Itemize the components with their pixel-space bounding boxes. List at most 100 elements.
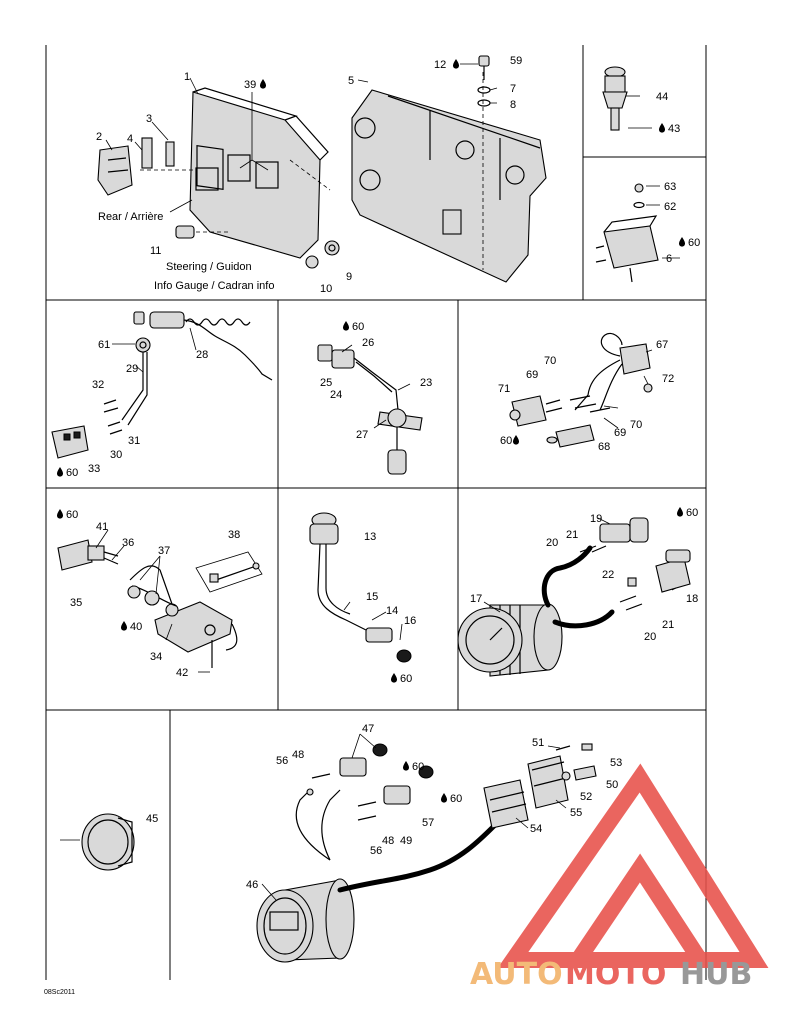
callout-57: 57 [422, 817, 434, 829]
terminals-20-21-22 [579, 545, 643, 611]
callout-68: 68 [598, 441, 610, 453]
callout-60g: 60 [686, 507, 698, 519]
part-3-4-connectors [141, 137, 175, 169]
automotohub-logo: AUTO MOTO HUB [470, 763, 769, 992]
logo-moto: MOTO [565, 957, 666, 992]
callout-20b: 20 [644, 631, 656, 643]
callout-40: 40 [130, 621, 142, 633]
callout-63: 63 [664, 181, 676, 193]
connector-54 [483, 779, 529, 829]
screw-38-group [195, 551, 263, 593]
drop-icon [57, 467, 63, 477]
part-28-coil [121, 311, 273, 426]
callout-70a: 70 [544, 355, 556, 367]
callout-5: 5 [348, 75, 354, 87]
callout-70b: 70 [630, 419, 642, 431]
callout-71: 71 [498, 383, 510, 395]
drawing-code: 08Sc2011 [44, 989, 75, 996]
drop-icon [453, 59, 459, 69]
callout-60b: 60 [66, 467, 78, 479]
callout-33: 33 [88, 463, 100, 475]
callout-25: 25 [320, 377, 332, 389]
callout-20a: 20 [546, 537, 558, 549]
callout-17: 17 [470, 593, 482, 605]
part-9-10-washers [305, 240, 340, 269]
logo-triangle [497, 763, 769, 968]
caption-steering: Steering / Guidon [166, 261, 252, 273]
harness-17 [541, 545, 615, 629]
callout-60h: 60 [412, 761, 424, 773]
callout-61: 61 [98, 339, 110, 351]
callout-26: 26 [362, 337, 374, 349]
callout-43: 43 [668, 123, 680, 135]
logo-hub: HUB [680, 957, 752, 992]
callout-53: 53 [610, 757, 622, 769]
callout-30: 30 [110, 449, 122, 461]
callout-56a: 56 [276, 755, 288, 767]
callout-3: 3 [146, 113, 152, 125]
callout-49: 49 [400, 835, 412, 847]
leader-lines [60, 63, 680, 901]
callout-14: 14 [386, 605, 398, 617]
gauge-17 [457, 603, 563, 677]
callout-2: 2 [96, 131, 102, 143]
callout-6: 6 [666, 253, 672, 265]
callout-21a: 21 [566, 529, 578, 541]
drop-icon [121, 621, 127, 631]
callout-12: 12 [434, 59, 446, 71]
connectors-47-57 [306, 743, 434, 821]
callout-31: 31 [128, 435, 140, 447]
callout-9: 9 [346, 271, 352, 283]
part-67-sender [574, 332, 653, 411]
drop-icon [679, 237, 685, 247]
callout-38: 38 [228, 529, 240, 541]
callout-35: 35 [70, 597, 82, 609]
module-6 [595, 183, 659, 283]
callout-19: 19 [590, 513, 602, 525]
harness-46 [295, 789, 498, 893]
callout-8: 8 [510, 99, 516, 111]
callout-60a: 60 [688, 237, 700, 249]
bracket-2 [97, 145, 133, 196]
sensor-44 [602, 66, 628, 131]
part-11-plug [175, 225, 230, 239]
callout-28: 28 [196, 349, 208, 361]
callout-48a: 48 [292, 749, 304, 761]
display-46 [256, 878, 355, 963]
callout-32: 32 [92, 379, 104, 391]
callout-numbers: 1 2 3 4 5 6 7 8 9 10 11 12 13 14 15 16 1… [66, 55, 700, 891]
part-23-sensor [317, 344, 423, 475]
callout-60e: 60 [66, 509, 78, 521]
callout-44: 44 [656, 91, 668, 103]
callout-54: 54 [530, 823, 542, 835]
callout-69a: 69 [526, 369, 538, 381]
callout-24: 24 [330, 389, 342, 401]
parts-50-53 [555, 743, 597, 781]
callout-46: 46 [246, 879, 258, 891]
callout-67: 67 [656, 339, 668, 351]
drop-icon [441, 793, 447, 803]
connector-19 [599, 517, 649, 543]
callout-50: 50 [606, 779, 618, 791]
drop-icon [57, 509, 63, 519]
callout-72: 72 [662, 373, 674, 385]
drop-icon [403, 761, 409, 771]
callout-37: 37 [158, 545, 170, 557]
bezel-45 [81, 813, 135, 871]
callout-52: 52 [580, 791, 592, 803]
callout-34: 34 [150, 651, 162, 663]
callout-41: 41 [96, 521, 108, 533]
callout-60d: 60 [500, 435, 512, 447]
terminals-30-31-32 [103, 399, 123, 435]
rear-arrow [169, 199, 193, 213]
callout-11: 11 [150, 245, 161, 257]
callout-36: 36 [122, 537, 134, 549]
callout-39: 39 [244, 79, 256, 91]
callout-27: 27 [356, 429, 368, 441]
callout-21b: 21 [662, 619, 674, 631]
callout-23: 23 [420, 377, 432, 389]
callout-22: 22 [602, 569, 614, 581]
callout-60i: 60 [450, 793, 462, 805]
callout-56b: 56 [370, 845, 382, 857]
